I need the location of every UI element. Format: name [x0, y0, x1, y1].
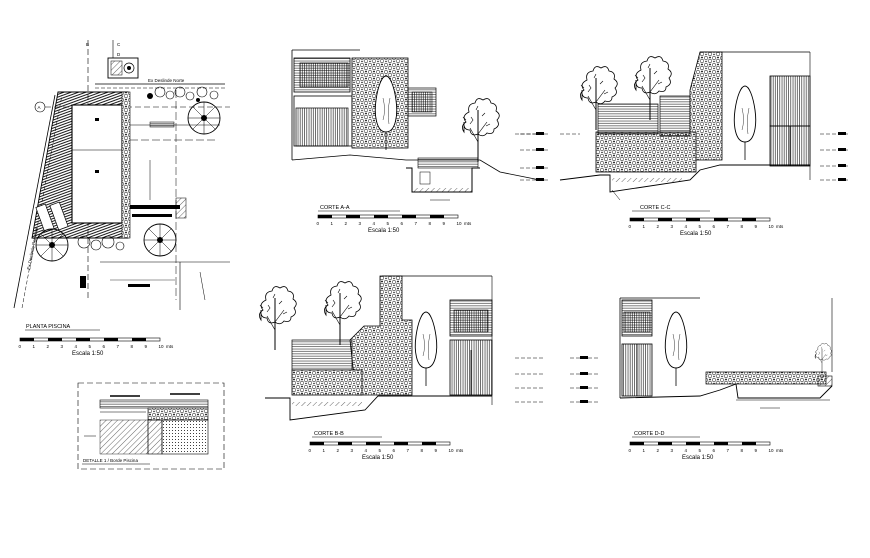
scale-unit-label: mts	[456, 448, 464, 453]
section-b-title: CORTE B-B	[314, 431, 344, 437]
sun-loungers	[35, 201, 69, 233]
scale-tick-label: 1	[643, 448, 646, 453]
scale-tick-label: 7	[117, 344, 120, 349]
scale-tick-label: 1	[323, 448, 326, 453]
scale-tick-label: 7	[415, 221, 418, 226]
detail-pool-edge: DETALLE 1 / Borde Piscina	[77, 382, 225, 470]
scale-tick-label: 10	[769, 224, 775, 229]
pool-plan: B C D Ex Deslinde Norte A	[13, 40, 230, 357]
section-b-scale-label: Escala 1:50	[362, 455, 394, 461]
detail-title: DETALLE 1 / Borde Piscina	[83, 458, 138, 463]
scale-tick-label: 6	[393, 448, 396, 453]
scale-tick-label: 7	[407, 448, 410, 453]
scale-tick-label: 9	[145, 344, 148, 349]
scale-tick-label: 4	[373, 221, 376, 226]
section-c-title: CORTE C-C	[640, 205, 670, 211]
section-a-title: CORTE A-A	[320, 205, 350, 211]
scale-tick-label: 3	[61, 344, 64, 349]
scale-tick-label: 1	[643, 224, 646, 229]
scale-tick-label: 3	[359, 221, 362, 226]
scale-tick-label: 0	[317, 221, 320, 226]
marker-c-label: C	[117, 42, 121, 47]
scale-unit-label: mts	[776, 224, 784, 229]
scale-tick-label: 1	[33, 344, 36, 349]
scale-tick-label: 4	[685, 224, 688, 229]
scale-tick-label: 10	[457, 221, 463, 226]
scale-tick-label: 5	[699, 224, 702, 229]
scale-tick-label: 10	[769, 448, 775, 453]
scale-tick-label: 8	[429, 221, 432, 226]
scale-tick-label: 5	[387, 221, 390, 226]
scale-tick-label: 6	[713, 224, 716, 229]
scale-tick-label: 10	[449, 448, 455, 453]
marker-a-label: A	[38, 105, 41, 110]
section-d-scale-bar	[629, 441, 771, 446]
scale-tick-label: 3	[671, 448, 674, 453]
scale-tick-label: 2	[47, 344, 50, 349]
section-c-scale-label: Escala 1:50	[680, 231, 712, 237]
section-d-d: CORTE D-D Escala 1:50	[570, 297, 833, 461]
scale-tick-label: 9	[755, 448, 758, 453]
scale-tick-label: 6	[713, 448, 716, 453]
scale-tick-label: 3	[351, 448, 354, 453]
plan-scale-label: Escala 1:50	[72, 351, 104, 357]
scale-tick-label: 2	[657, 448, 660, 453]
scale-tick-label: 6	[401, 221, 404, 226]
street-north-label: Ex Deslinde Norte	[148, 78, 185, 83]
scale-tick-label: 9	[443, 221, 446, 226]
plan-tree-icon	[187, 101, 221, 135]
scale-unit-label: mts	[776, 448, 784, 453]
scale-tick-label: 7	[727, 448, 730, 453]
section-marker-c: C D	[112, 40, 121, 60]
scale-unit-label: mts	[166, 344, 174, 349]
scale-tick-label: 8	[131, 344, 134, 349]
scale-tick-label: 0	[19, 344, 22, 349]
scale-tick-label: 9	[755, 224, 758, 229]
scale-tick-label: 2	[337, 448, 340, 453]
scale-tick-label: 5	[89, 344, 92, 349]
scale-tick-label: 0	[629, 448, 632, 453]
scale-tick-label: 3	[671, 224, 674, 229]
scale-tick-label: 10	[159, 344, 165, 349]
scale-tick-label: 5	[379, 448, 382, 453]
scale-tick-label: 2	[657, 224, 660, 229]
scale-unit-label: mts	[464, 221, 472, 226]
section-a-scale-label: Escala 1:50	[368, 228, 400, 234]
plan-scale-bar	[19, 337, 161, 342]
plan-tree-icon-2	[143, 223, 177, 257]
scale-tick-label: 8	[421, 448, 424, 453]
section-b-scale-bar	[309, 441, 451, 446]
scale-tick-label: 8	[741, 224, 744, 229]
scale-tick-label: 8	[741, 448, 744, 453]
scale-tick-label: 4	[365, 448, 368, 453]
scale-tick-label: 0	[309, 448, 312, 453]
scale-tick-label: 9	[435, 448, 438, 453]
section-c-scale-bar	[629, 217, 771, 222]
shrub-row	[147, 86, 219, 102]
scale-tick-label: 0	[629, 224, 632, 229]
section-a-scale-bar	[317, 214, 459, 219]
marker-d-label: D	[117, 52, 121, 57]
scale-tick-label: 6	[103, 344, 106, 349]
section-c-c: CORTE C-C Escala 1:50	[515, 51, 850, 237]
scale-tick-label: 2	[345, 221, 348, 226]
marker-b-label: B	[86, 42, 89, 47]
plan-tree-icon-3	[35, 228, 69, 262]
scale-tick-label: 4	[75, 344, 78, 349]
scale-tick-label: 4	[685, 448, 688, 453]
scale-tick-label: 5	[699, 448, 702, 453]
plan-title: PLANTA PISCINA	[26, 324, 71, 330]
section-d-title: CORTE D-D	[634, 431, 664, 437]
scale-tick-label: 7	[727, 224, 730, 229]
shrub-cluster	[77, 235, 125, 251]
section-a-a: CORTE A-A Escala 1:50	[291, 49, 548, 234]
step-block	[130, 121, 187, 219]
section-b-b: CORTE B-B Escala 1:50	[258, 275, 545, 461]
scale-tick-label: 1	[331, 221, 334, 226]
pool-basin	[71, 104, 123, 224]
section-d-scale-label: Escala 1:50	[682, 455, 714, 461]
